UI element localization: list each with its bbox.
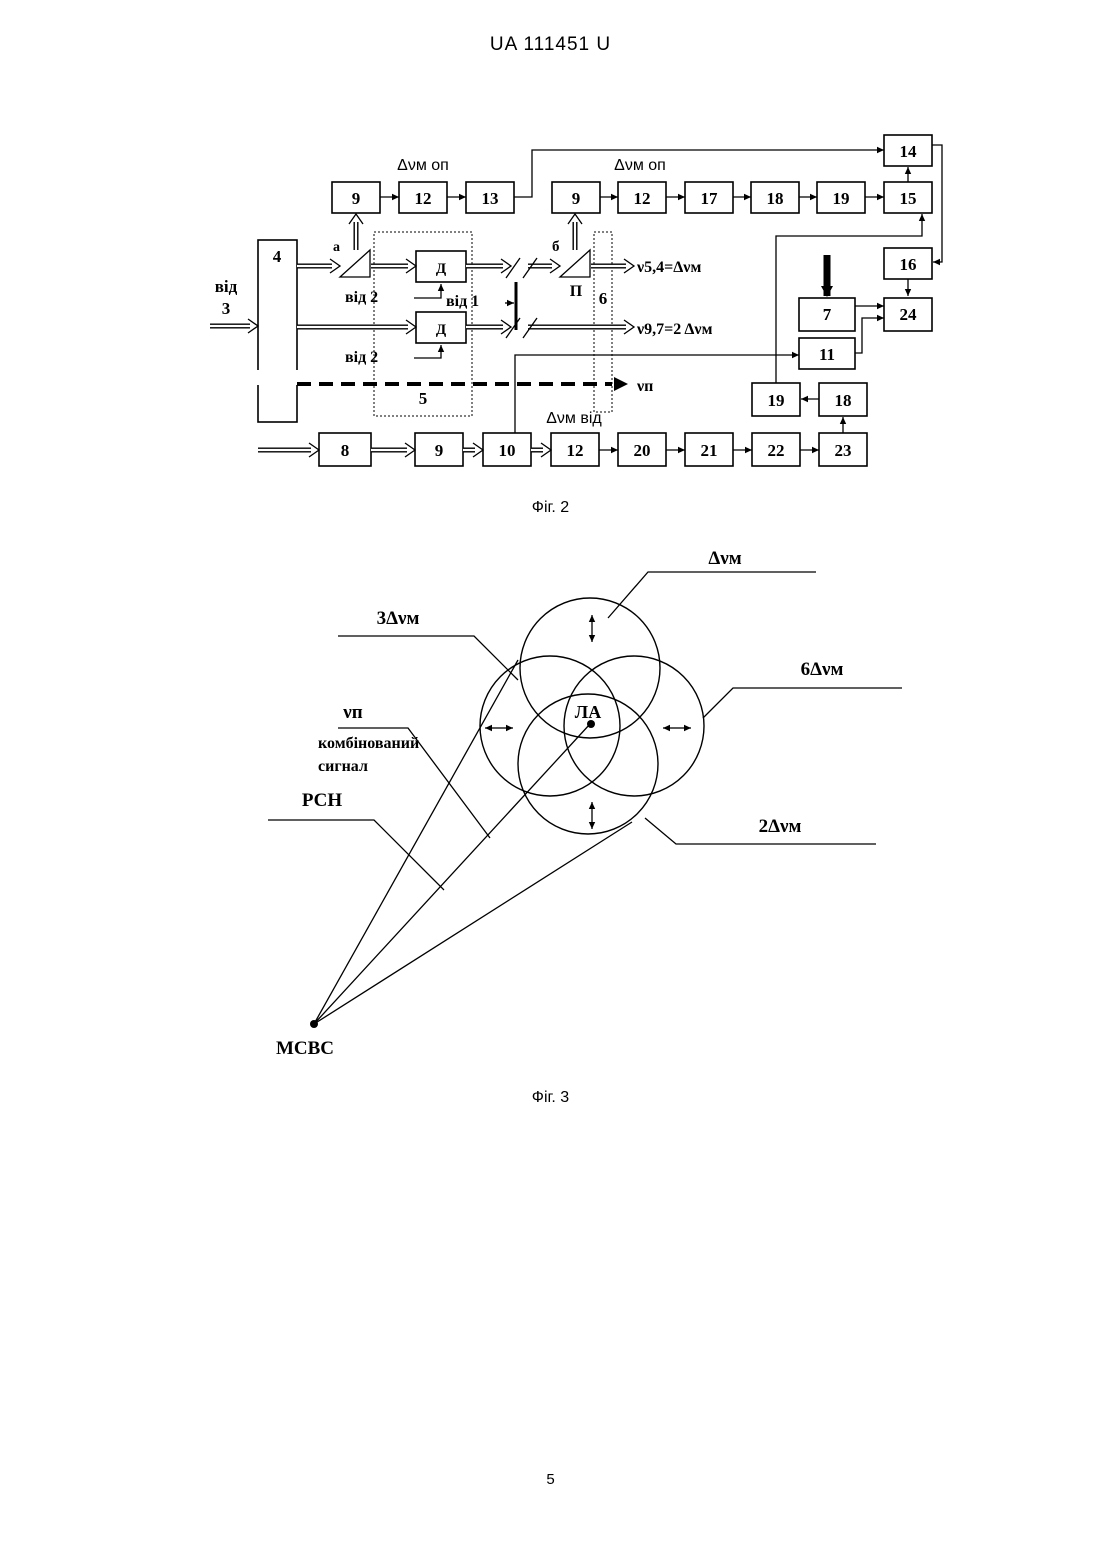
block-4-label: 4 <box>273 247 282 266</box>
label-6dnm: 6Δνм <box>801 659 844 680</box>
block-9-top-label: 9 <box>352 189 361 208</box>
block-24-label: 24 <box>900 305 918 324</box>
block-4 <box>258 240 297 422</box>
label-rsn: РСН <box>302 790 343 811</box>
beam-splitter-a <box>340 250 370 277</box>
block-12-bottom-label: 12 <box>567 441 584 460</box>
label-3dnm: 3Δνм <box>377 608 420 629</box>
input-arrow-from-3 <box>210 319 258 333</box>
detector-1-label: Д <box>436 261 447 277</box>
label-vp: νп <box>636 378 653 395</box>
block-11-label: 11 <box>819 345 835 364</box>
block-14-label: 14 <box>900 142 918 161</box>
detector-2-label: Д <box>436 322 447 338</box>
block-7-label: 7 <box>823 305 832 324</box>
figure-3-caption: Фіг. 3 <box>0 1089 1101 1107</box>
label-vid3-b: 3 <box>222 299 231 318</box>
block-13-label: 13 <box>482 189 499 208</box>
block-21-label: 21 <box>701 441 718 460</box>
block-9-bottom-label: 9 <box>435 441 444 460</box>
label-msvs: МСВС <box>276 1038 334 1059</box>
block-23-label: 23 <box>835 441 852 460</box>
block-20-label: 20 <box>634 441 651 460</box>
label-2dnm: 2Δνм <box>759 816 802 837</box>
label-b: б <box>552 239 560 255</box>
block-19-bottom-label: 19 <box>768 391 785 410</box>
block-17-label: 17 <box>701 189 719 208</box>
label-a: a <box>333 240 340 255</box>
block-10-label: 10 <box>499 441 516 460</box>
label-v54: ν5,4=Δνм <box>636 259 701 276</box>
block-16-label: 16 <box>900 255 917 274</box>
circle-right <box>564 656 704 796</box>
block-18-top-label: 18 <box>767 189 784 208</box>
figure-3-diagram: Δνм 3Δνм 6Δνм 2Δνм νп комбінований сигна… <box>268 548 902 1059</box>
label-vid2-a: від 2 <box>345 289 378 306</box>
beam-splitter-b <box>560 250 590 277</box>
block-18-bottom-label: 18 <box>835 391 852 410</box>
label-vid1: від 1 <box>446 293 479 310</box>
label-vid3-a: від <box>215 277 238 296</box>
block-8-label: 8 <box>341 441 350 460</box>
label-vid2-b: від 2 <box>345 349 378 366</box>
label-v97: ν9,7=2 Δνм <box>636 321 713 338</box>
block-12-mid-label: 12 <box>634 189 651 208</box>
label-combined-2: сигнал <box>318 758 368 775</box>
label-combined-1: комбінований <box>318 735 419 752</box>
block-6-label: 6 <box>599 289 608 308</box>
page-number: 5 <box>0 1471 1101 1488</box>
label-dnm-vid: Δνм від <box>546 410 602 427</box>
label-dnm: Δνм <box>708 548 741 569</box>
block-12-top-label: 12 <box>415 189 432 208</box>
label-vp-fig3: νп <box>342 702 362 723</box>
label-la: ЛА <box>575 702 601 722</box>
label-dnm-op-1: Δνм оп <box>397 157 449 174</box>
block-9-mid-label: 9 <box>572 189 581 208</box>
label-p: П <box>570 283 583 300</box>
label-dnm-op-2: Δνм оп <box>614 157 666 174</box>
block-15-label: 15 <box>900 189 917 208</box>
msvs-point <box>310 1020 318 1028</box>
block-19-top-label: 19 <box>833 189 850 208</box>
block-22-label: 22 <box>768 441 785 460</box>
figure-2-block-diagram: 4 від 3 9 12 13 Δνм оп 9 12 17 18 19 15 <box>210 135 942 466</box>
block-5-label: 5 <box>419 389 428 408</box>
figure-2-caption: Фіг. 2 <box>0 499 1101 517</box>
